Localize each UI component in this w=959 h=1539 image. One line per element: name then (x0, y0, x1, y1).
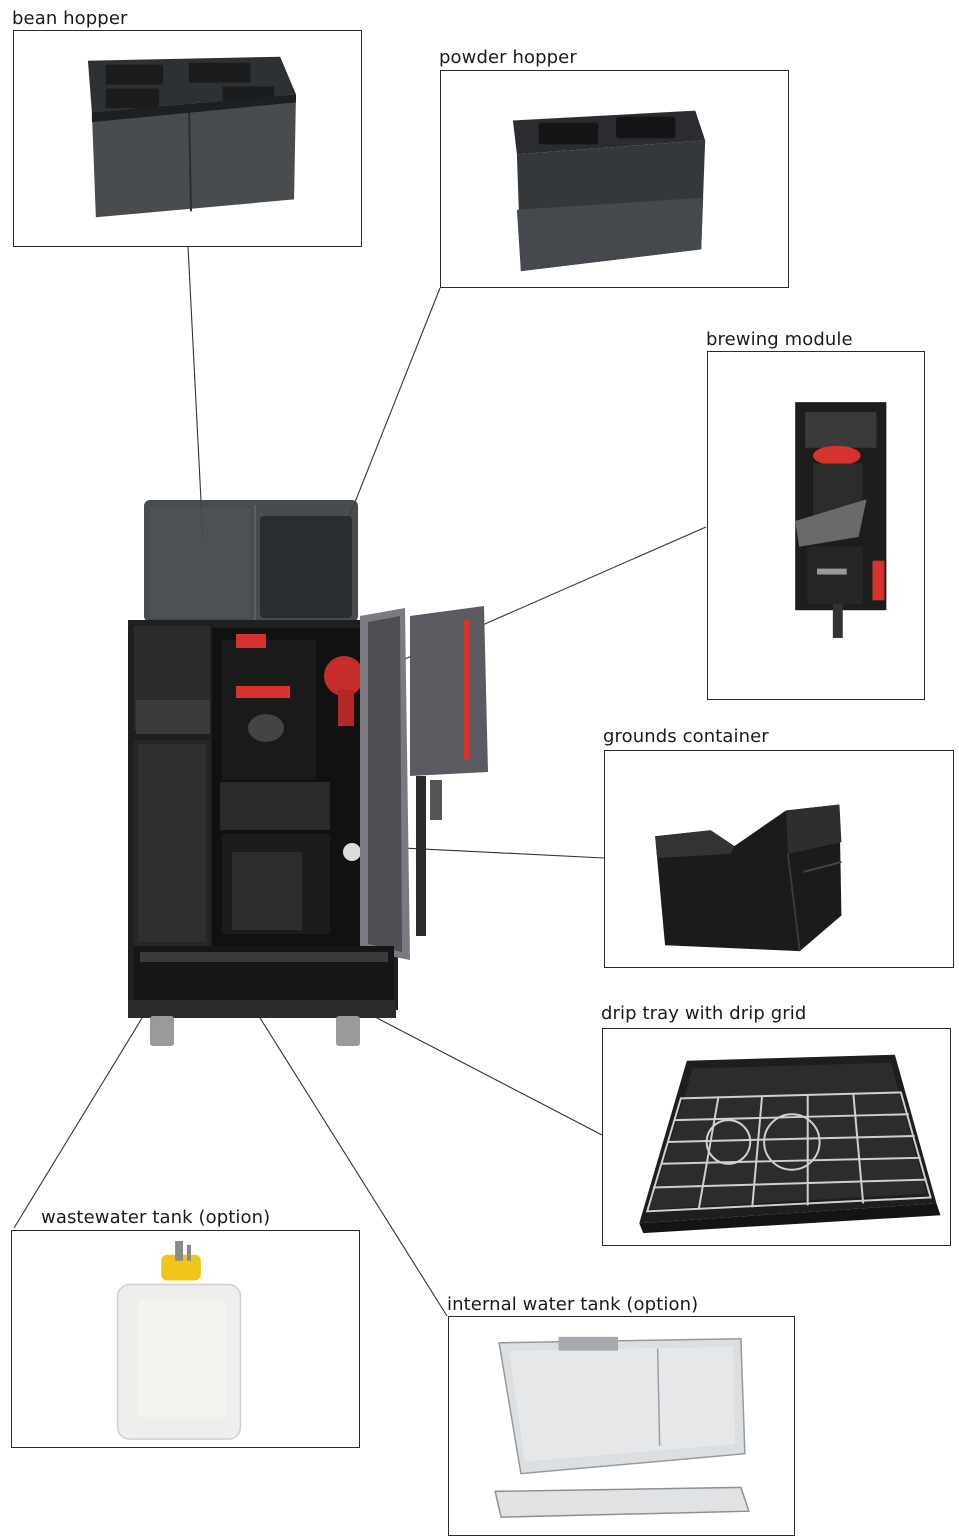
machine-brew-unit (222, 640, 316, 780)
bean-hopper-image (87, 56, 296, 218)
powder-hopper-image (512, 110, 706, 272)
machine-foot-left (150, 1016, 174, 1046)
machine-panel (410, 606, 488, 776)
label-bean-hopper: bean hopper (12, 8, 128, 29)
box-wastewater-tank (11, 1230, 360, 1448)
label-brewing-module: brewing module (706, 329, 853, 350)
internal-water-tank-image (494, 1336, 750, 1518)
grounds-container-image (655, 804, 842, 952)
label-internal-water-tank: internal water tank (option) (447, 1294, 699, 1315)
label-drip-tray: drip tray with drip grid (601, 1003, 807, 1024)
label-grounds-container: grounds container (603, 726, 769, 747)
box-drip-tray (602, 1028, 951, 1246)
drip-tray-image (639, 1054, 941, 1234)
box-internal-water-tank (448, 1316, 795, 1536)
machine-grounds-container (220, 782, 330, 830)
box-bean-hopper (13, 30, 362, 247)
brewing-module-image (795, 402, 887, 638)
box-grounds-container (604, 750, 954, 968)
machine-foot-right (336, 1016, 360, 1046)
box-brewing-module (707, 351, 925, 700)
wastewater-tank-image (116, 1240, 242, 1440)
label-powder-hopper: powder hopper (439, 47, 577, 68)
box-powder-hopper (440, 70, 789, 288)
